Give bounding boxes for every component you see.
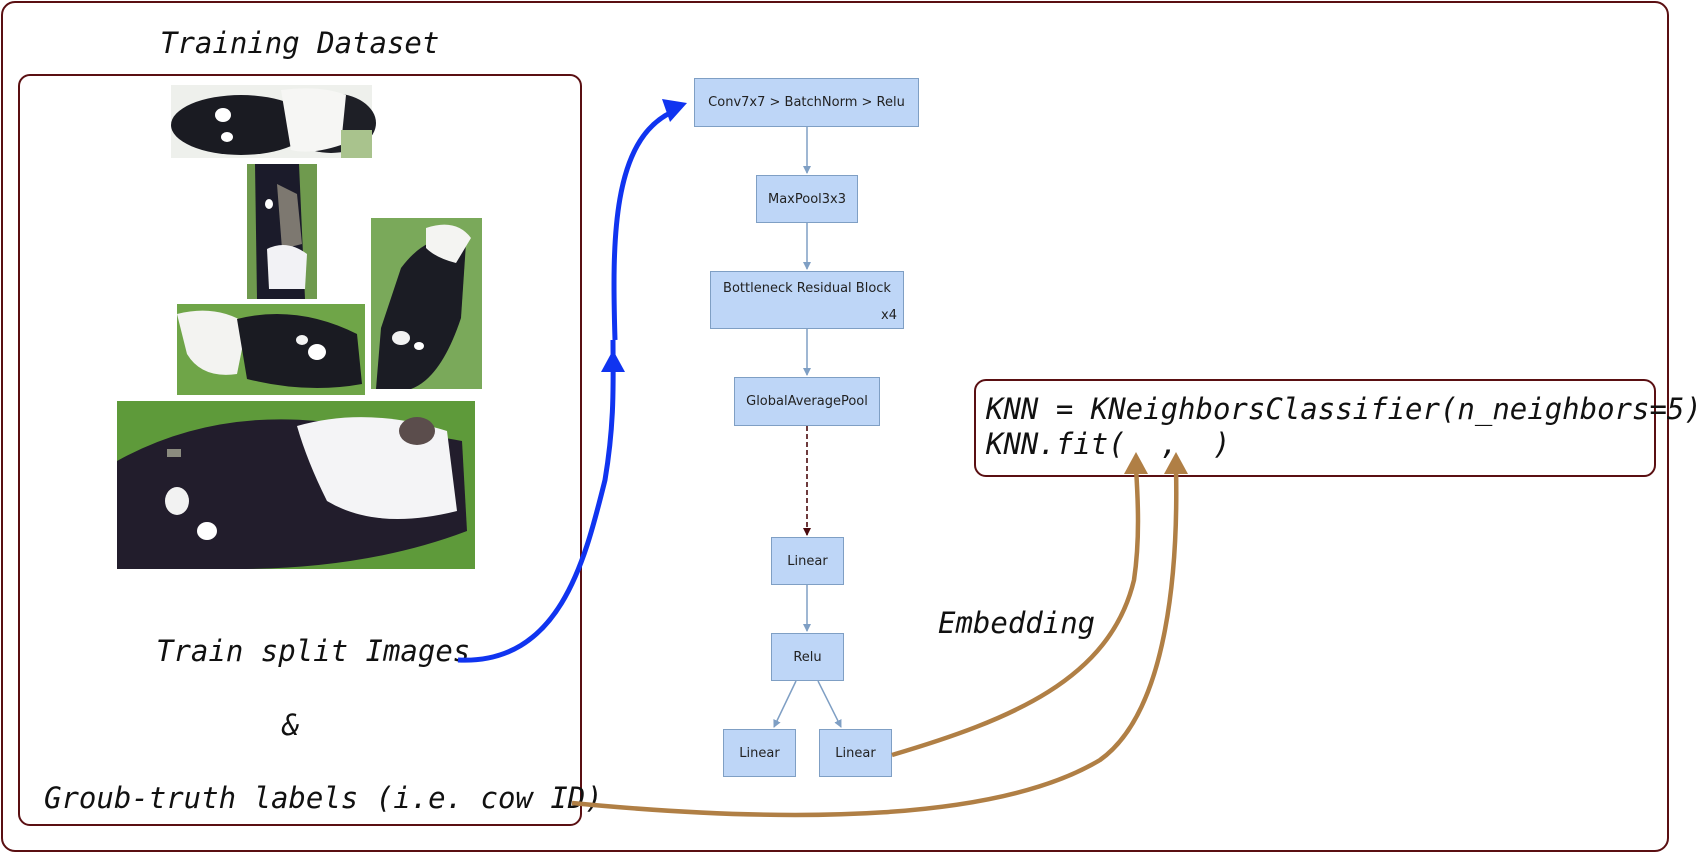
embedding-label: Embedding <box>938 606 1096 640</box>
cow-photo-5 <box>117 401 475 569</box>
linear-right-node: Linear <box>819 729 892 777</box>
relu-node: Relu <box>771 633 844 681</box>
cow-photo-1 <box>171 85 376 158</box>
linear-node-label: Linear <box>787 553 828 569</box>
linear-node: Linear <box>771 537 844 585</box>
cow-photo-2 <box>247 164 317 299</box>
knn-code-line-1: KNN = KNeighborsClassifier(n_neighbors=5… <box>986 392 1702 426</box>
embedding-arrow-head <box>1124 452 1148 474</box>
images-arrow-upper <box>611 109 674 341</box>
edge-relu-linear-left <box>773 680 797 728</box>
maxpool-node: MaxPool3x3 <box>756 175 858 223</box>
linear-left-node: Linear <box>723 729 796 777</box>
gap-node-label: GlobalAveragePool <box>746 394 868 409</box>
dataset-box <box>18 74 582 826</box>
bottleneck-node-label: Bottleneck Residual Block <box>723 281 891 296</box>
cow-photo-3 <box>371 218 482 389</box>
relu-node-label: Relu <box>793 649 822 665</box>
images-arrow-head-mid <box>601 350 625 372</box>
labels-arrow <box>571 467 1179 818</box>
labels-label: Groub-truth labels (i.e. cow ID) <box>44 781 603 815</box>
knn-code-line-2: KNN.fit( , ) <box>986 427 1231 461</box>
gap-node: GlobalAveragePool <box>734 377 880 426</box>
ampersand-label: & <box>282 708 300 742</box>
train-images-label: Train split Images <box>156 634 471 668</box>
conv-node-label: Conv7x7 > BatchNorm > Relu <box>708 95 905 110</box>
labels-arrow-head <box>1164 452 1188 474</box>
images-arrow <box>457 339 616 663</box>
embedding-arrow <box>891 467 1141 758</box>
linear-right-node-label: Linear <box>835 745 876 761</box>
dataset-title: Training Dataset <box>160 26 440 60</box>
cow-photo-4 <box>177 304 365 395</box>
conv-node: Conv7x7 > BatchNorm > Relu <box>694 78 919 127</box>
edge-relu-linear-right <box>817 680 842 728</box>
bottleneck-node: Bottleneck Residual Block x4 <box>710 271 904 329</box>
images-arrow-head-top <box>662 99 687 122</box>
bottleneck-repeat-label: x4 <box>881 308 897 323</box>
knn-box <box>974 379 1656 477</box>
maxpool-node-label: MaxPool3x3 <box>767 191 846 207</box>
linear-left-node-label: Linear <box>739 745 780 761</box>
